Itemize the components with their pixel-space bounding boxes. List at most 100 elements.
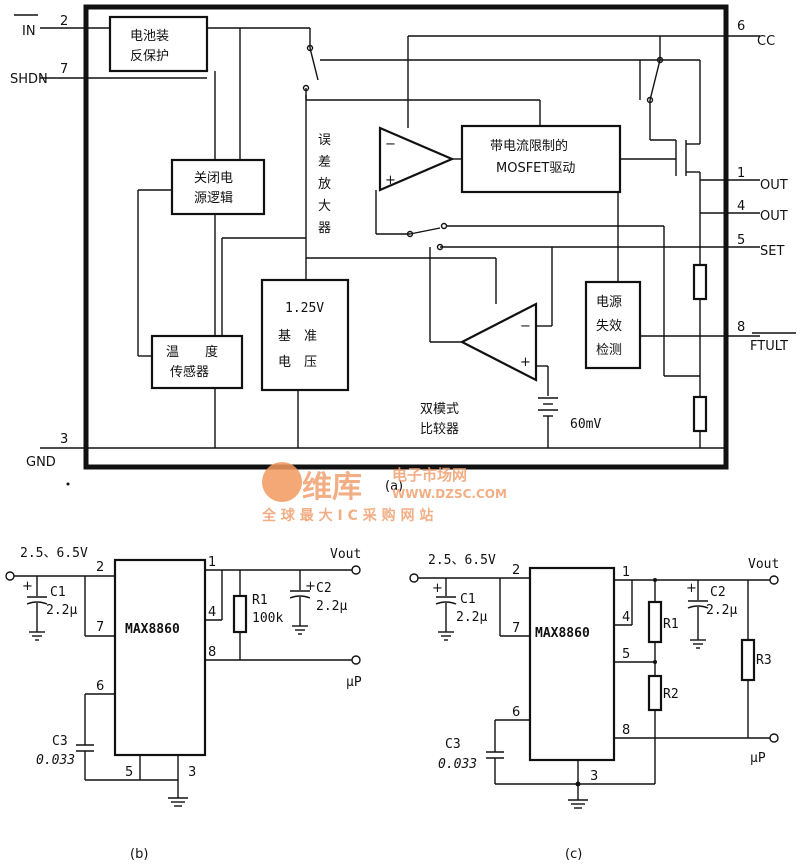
- b-pin-8: 8: [208, 645, 216, 660]
- dual-mode-comparator: [459, 302, 538, 382]
- r1-b-value: 100k: [252, 611, 283, 626]
- r3-c-resistor: [740, 638, 756, 682]
- c2-c-value: 2.2μ: [706, 603, 737, 618]
- figure-a-block-diagram: IN 2 SHDN 7 GND 3 6 CC 1 OUT 4 OUT 5 SET…: [10, 4, 796, 494]
- pin-in-number: 2: [60, 14, 68, 29]
- chip-b: [113, 558, 207, 757]
- c2-b-value: 2.2μ: [316, 599, 347, 614]
- chip-c: [528, 566, 616, 762]
- power-fail-detect-block: [584, 280, 642, 370]
- vout-b-terminal: [351, 565, 361, 575]
- error-amp-char4: 大: [318, 199, 331, 214]
- mosfet-driver-block: [460, 124, 622, 194]
- c3-c-value: 0.033: [438, 757, 477, 772]
- c3-b-name: C3: [52, 734, 68, 749]
- pin-cc-label: CC: [757, 34, 775, 49]
- ic-outline: [83, 4, 729, 470]
- feedback-resistor-top: [692, 263, 708, 301]
- vout-c-terminal: [769, 575, 779, 585]
- error-amplifier: [378, 126, 455, 192]
- temp-line2: 传感器: [170, 364, 209, 380]
- error-amp-char1: 误: [318, 133, 331, 148]
- vin-c-label: 2.5、6.5V: [428, 553, 496, 568]
- svg-text:−: −: [385, 137, 396, 152]
- r1-b-name: R1: [252, 593, 268, 608]
- pin-ftult-label: FTULT: [750, 339, 788, 354]
- b-pin-7: 7: [96, 620, 104, 635]
- up-c-terminal: [769, 733, 779, 743]
- comparator-line1: 双模式: [420, 402, 459, 417]
- mosfet-drive-line2: MOSFET驱动: [496, 161, 575, 176]
- b-pin-1: 1: [208, 555, 216, 570]
- c1-c-name: C1: [460, 592, 476, 607]
- figure-b-caption: (b): [130, 847, 148, 862]
- b-pin-3: 3: [188, 765, 196, 780]
- offset-voltage-label: 60mV: [570, 417, 601, 432]
- figure-c-caption: (c): [565, 847, 582, 862]
- reference-voltage-block: [260, 278, 350, 392]
- comparator-line2: 比较器: [420, 422, 459, 437]
- svg-text:+: +: [22, 579, 33, 594]
- pin-set-number: 5: [737, 233, 745, 248]
- r1-c-resistor: [647, 600, 663, 644]
- fail-detect-line1: 电源: [596, 295, 622, 310]
- r1-b-resistor: [232, 594, 248, 634]
- pin-ftult-number: 8: [737, 320, 745, 335]
- vin-b-terminal: [5, 571, 15, 581]
- b-pin-5: 5: [125, 765, 133, 780]
- internal-wiring: [86, 27, 726, 449]
- c-pin-6: 6: [512, 705, 520, 720]
- ref-line1: 1.25V: [285, 301, 324, 316]
- battery-prot-line2: 反保护: [130, 49, 169, 64]
- shutdown-logic-line2: 源逻辑: [194, 191, 233, 206]
- fail-detect-line2: 失效: [596, 319, 622, 334]
- pin-in-label: IN: [22, 24, 36, 39]
- c1-b-value: 2.2μ: [46, 603, 77, 618]
- svg-text:+: +: [432, 581, 443, 596]
- r2-c-resistor: [647, 674, 663, 712]
- pin-out4-number: 4: [737, 199, 745, 214]
- offset-voltage-source: [538, 370, 558, 448]
- figure-c-application-circuit: MAX8860 2.5、6.5V: [409, 553, 779, 862]
- c-pin-3: 3: [590, 769, 598, 784]
- up-b-terminal: [351, 655, 361, 665]
- ref-line3: 电 压: [278, 355, 317, 370]
- temperature-sensor-block: [150, 334, 244, 390]
- chip-c-label: MAX8860: [535, 626, 590, 641]
- pin-out1-label: OUT: [760, 178, 788, 193]
- shutdown-logic-block: [170, 158, 266, 216]
- pin-set-label: SET: [760, 244, 784, 259]
- vin-c-terminal: [409, 573, 419, 583]
- watermark-logo-icon: [262, 462, 302, 502]
- mosfet-drive-line1: 带电流限制的: [490, 138, 568, 154]
- c1-c-value: 2.2μ: [456, 610, 487, 625]
- feedback-resistor-bottom: [692, 395, 708, 433]
- b-pin-4: 4: [208, 605, 216, 620]
- b-pin-6: 6: [96, 679, 104, 694]
- vout-c-label: Vout: [748, 557, 779, 572]
- c-pin-7: 7: [512, 621, 520, 636]
- c-pin-5: 5: [622, 647, 630, 662]
- temp-line1: 温 度: [166, 344, 218, 360]
- chip-b-label: MAX8860: [125, 622, 180, 637]
- svg-text:+: +: [385, 173, 396, 188]
- error-amp-label: 误 差 放 大 器: [318, 133, 331, 236]
- pin-shdn-number: 7: [60, 62, 68, 77]
- b-pin-2: 2: [96, 560, 104, 575]
- watermark-brand: 维库: [302, 470, 362, 505]
- c-pin-1: 1: [622, 565, 630, 580]
- error-amp-char3: 放: [318, 177, 331, 192]
- error-amp-char5: 器: [318, 221, 331, 236]
- c2-c-name: C2: [710, 585, 726, 600]
- c3-c-name: C3: [445, 737, 461, 752]
- pin-out1-number: 1: [737, 166, 745, 181]
- c1-b-name: C1: [50, 585, 66, 600]
- battery-prot-line1: 电池装: [130, 29, 169, 44]
- svg-text:+: +: [305, 579, 316, 594]
- r1-c-name: R1: [663, 617, 679, 632]
- up-c-label: μP: [750, 751, 766, 766]
- c-pin-4: 4: [622, 610, 630, 625]
- r3-c-name: R3: [756, 653, 772, 668]
- pin-cc-number: 6: [737, 19, 745, 34]
